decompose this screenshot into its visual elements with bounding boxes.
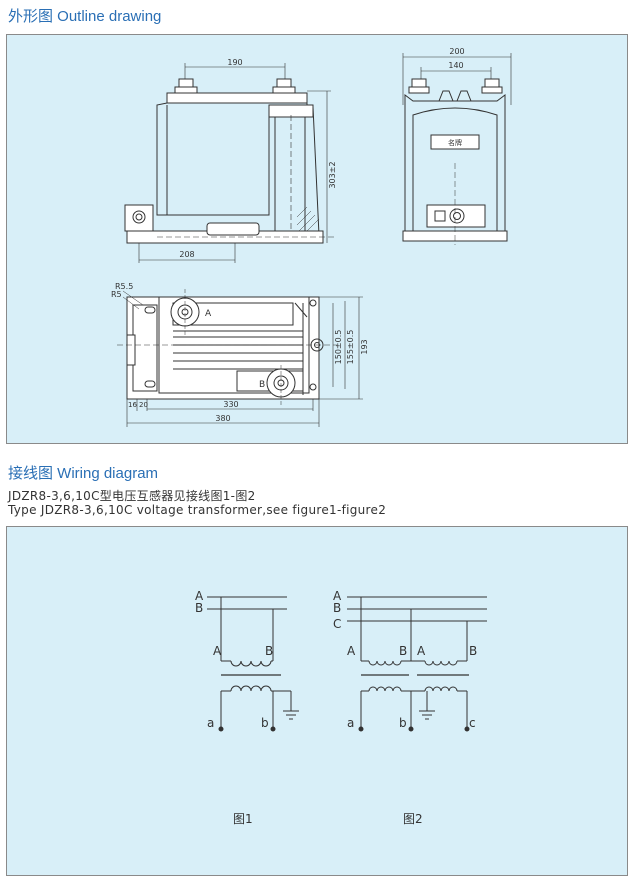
figure-2	[347, 596, 487, 732]
dim-front-base: 208	[179, 250, 194, 259]
nameplate-label: 名牌	[448, 138, 462, 147]
dim-193: 193	[360, 339, 369, 354]
fig1-sec-b: b	[261, 716, 269, 730]
fig1-bus-b: B	[195, 601, 203, 615]
wiring-diagrams: A B A B a b 图1 A B C A B A B a b c 图2	[195, 589, 487, 826]
outline-panel: 190 303±2 208 200 140 名牌 R5.5 R5 A B 150…	[6, 34, 628, 444]
wiring-desc-cn: JDZR8-3,6,10C型电压互感器见接线图1-图2	[8, 489, 256, 503]
fig2-sec-c: c	[469, 716, 476, 730]
dim-side-overall: 200	[449, 47, 464, 56]
wiring-heading: 接线图 Wiring diagram	[8, 465, 159, 482]
dim-330: 330	[223, 400, 238, 409]
figure-1	[207, 596, 299, 732]
fig2-bus-b: B	[333, 601, 341, 615]
fig2-sec-b: b	[399, 716, 407, 730]
fig1-sec-a: a	[207, 716, 214, 730]
front-view	[124, 63, 337, 263]
dim-155: 155±0.5	[346, 330, 355, 365]
fig2-bus-a: A	[333, 589, 342, 603]
top-terminal-a: A	[205, 309, 212, 319]
dim-radius-5: R5	[111, 290, 122, 299]
outline-heading: 外形图 Outline drawing	[8, 8, 162, 25]
dim-20: 20	[139, 401, 148, 409]
fig1-prim-a: A	[213, 644, 222, 658]
top-view	[117, 289, 363, 427]
dim-16: 16	[128, 401, 137, 409]
fig1-prim-b: B	[265, 644, 273, 658]
wiring-panel: A B A B a b 图1 A B C A B A B a b c 图2	[6, 526, 628, 876]
top-terminal-b: B	[259, 380, 265, 390]
wiring-desc-en: Type JDZR8-3,6,10C voltage transformer,s…	[8, 503, 387, 517]
dim-150: 150±0.5	[334, 330, 343, 365]
dim-radius-55: R5.5	[115, 282, 133, 291]
fig2-caption: 图2	[403, 812, 423, 826]
dim-front-width: 190	[227, 58, 242, 67]
fig2-prim1-b: B	[399, 644, 407, 658]
fig2-prim2-a: A	[417, 644, 426, 658]
fig2-sec-a: a	[347, 716, 354, 730]
fig1-caption: 图1	[233, 812, 253, 826]
fig2-prim2-b: B	[469, 644, 477, 658]
fig2-prim1-a: A	[347, 644, 356, 658]
outline-drawing: 190 303±2 208 200 140 名牌 R5.5 R5 A B 150…	[111, 47, 512, 427]
dim-side-inner: 140	[448, 61, 463, 70]
side-view	[402, 53, 512, 245]
fig2-bus-c: C	[333, 617, 341, 631]
dim-front-height: 303±2	[328, 161, 337, 188]
fig1-bus-a: A	[195, 589, 204, 603]
dim-380: 380	[215, 414, 230, 423]
